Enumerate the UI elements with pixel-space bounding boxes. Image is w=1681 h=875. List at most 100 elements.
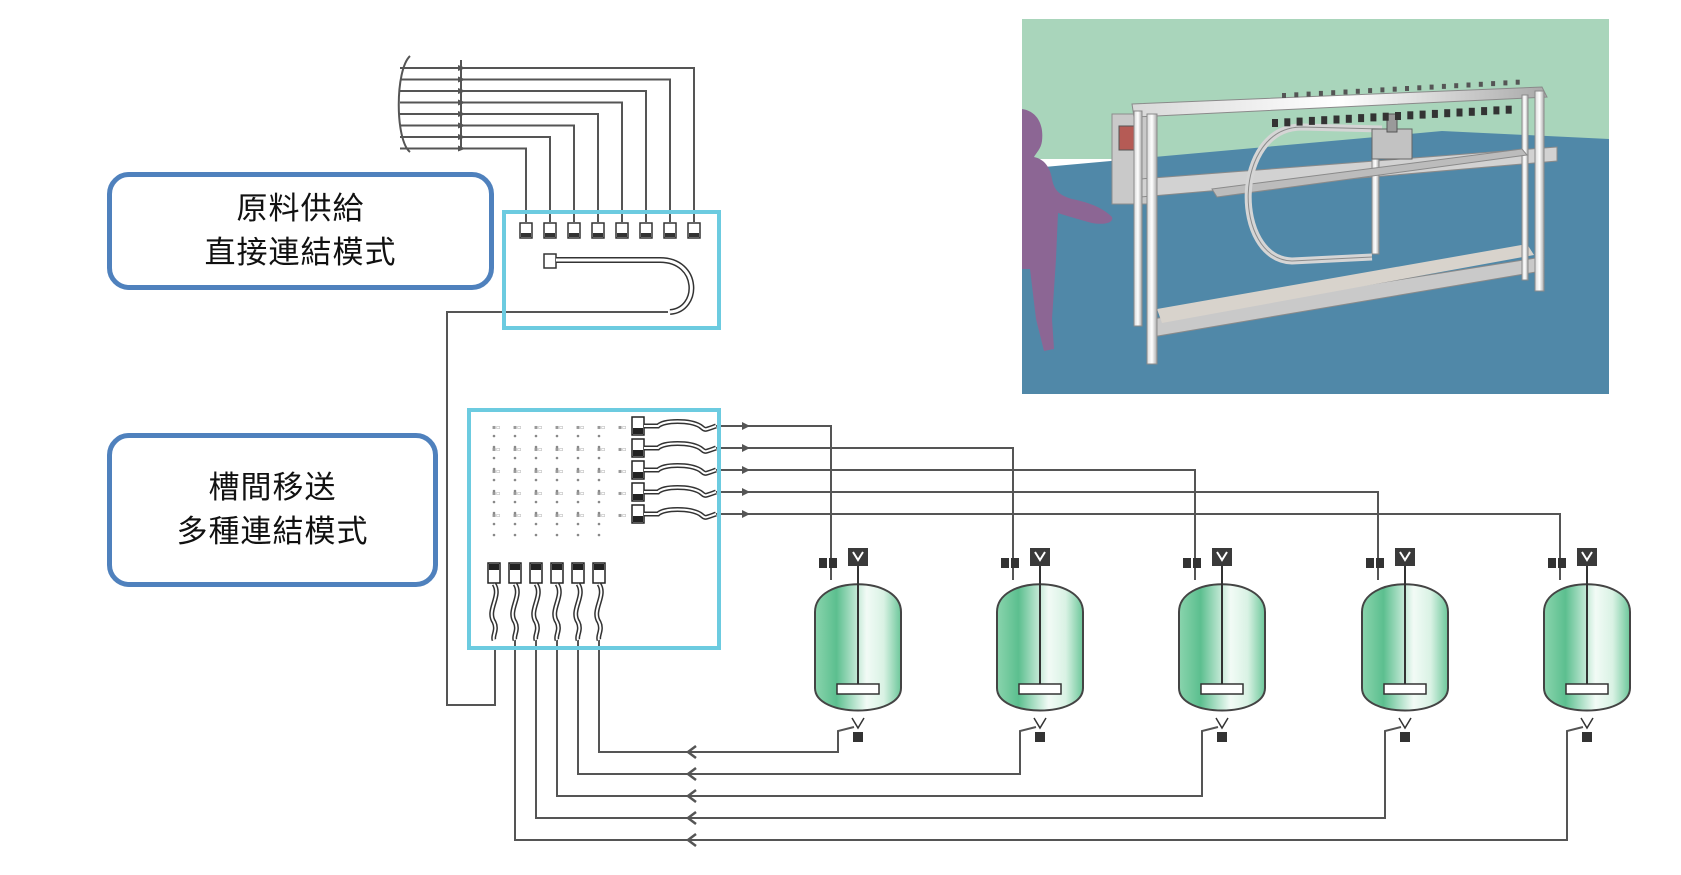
render-top-nozzle-icon — [1466, 82, 1471, 88]
supply-line — [400, 78, 671, 222]
frame-right-leg-back — [1521, 94, 1529, 281]
coupler-band — [633, 516, 643, 522]
feed-line — [716, 469, 1196, 580]
matrix-valve-mark: ▪▫ — [576, 512, 584, 519]
matrix-dot — [492, 500, 496, 504]
matrix-valve-mark: ▪▫ — [618, 446, 626, 453]
frame-left-leg-back — [1133, 110, 1143, 327]
transfer-out-coupler-icon — [631, 504, 645, 524]
transfer-in-coupler-icon — [550, 562, 564, 584]
supply-coupler-icon — [663, 222, 677, 239]
tank — [1543, 548, 1631, 742]
render-coupler-icon — [1468, 107, 1475, 116]
flex-hose-inner — [644, 508, 717, 519]
flex-hose-inner — [644, 442, 717, 453]
flow-arrow — [685, 745, 697, 759]
agitator-motor-icon — [1395, 548, 1415, 566]
transfer-out-coupler-icon — [631, 460, 645, 480]
bottom-outlet — [1033, 717, 1047, 730]
supply-line — [400, 147, 527, 222]
matrix-valve-mark: ▪▫ — [555, 424, 563, 431]
render-top-nozzle-icon — [1491, 81, 1496, 87]
matrix-dot — [534, 478, 538, 482]
render-couplers — [1272, 79, 1520, 127]
matrix-dot — [513, 445, 517, 449]
matrix-valve-mark: ▪▫ — [513, 446, 521, 453]
direct-supply-label-line1: 原料供給 — [236, 191, 365, 227]
render-coupler-icon — [1493, 106, 1500, 115]
tank — [814, 548, 902, 742]
matrix-valve-mark: ▪▫ — [597, 424, 605, 431]
matrix-valve-mark: ▪▫ — [618, 490, 626, 497]
frame-left-leg-front — [1146, 113, 1158, 365]
matrix-dot — [492, 511, 496, 515]
matrix-dot — [597, 511, 601, 515]
flow-arrow — [685, 767, 697, 781]
return-line — [514, 640, 1584, 841]
coupler-band — [665, 233, 675, 237]
bottom-outlet — [1398, 717, 1412, 730]
render-top-nozzle-icon — [1441, 83, 1446, 89]
render-top-nozzle-icon — [1294, 92, 1299, 98]
matrix-dot — [534, 500, 538, 504]
pipe-lines — [397, 55, 1584, 847]
render-coupler-icon — [1419, 110, 1426, 119]
render-top-nozzle-icon — [1368, 88, 1373, 94]
frame-bottom-tray — [1157, 244, 1534, 323]
impeller — [836, 683, 880, 695]
impeller — [1200, 683, 1244, 695]
inlet-valve-icon — [1366, 558, 1374, 568]
render-coupler-icon — [1407, 111, 1414, 120]
matrix-dot — [576, 500, 580, 504]
matrix-dot — [534, 434, 538, 438]
render-coupler-icon — [1481, 107, 1488, 116]
flex-hose-inner — [595, 583, 603, 641]
render-coupler-icon — [1382, 112, 1389, 121]
matrix-dot — [576, 533, 580, 537]
components: ▪▫▪▫▪▫▪▫▪▫▪▫▪▫▪▫▪▫▪▫▪▫▪▫▪▫▪▫▪▫▪▫▪▫▪▫▪▫▪▫… — [487, 222, 717, 642]
coupling-carriage — [1371, 128, 1413, 160]
matrix-dot — [513, 467, 517, 471]
inlet-valve-icon — [1001, 558, 1009, 568]
direct-supply-label: 原料供給 直接連結模式 — [107, 172, 494, 290]
render-coupler-icon — [1308, 116, 1315, 125]
tank — [1361, 548, 1449, 742]
matrix-dot — [513, 533, 517, 537]
matrix-valve-mark: ▪▫ — [534, 490, 542, 497]
tank — [1178, 548, 1266, 742]
render-coupler-icon — [1321, 116, 1328, 125]
render-coupler-icon — [1444, 109, 1451, 118]
matrix-dot — [534, 489, 538, 493]
render-top-nozzle-icon — [1343, 89, 1348, 95]
matrix-valve-mark: ▪▫ — [555, 446, 563, 453]
matrix-dot — [597, 467, 601, 471]
motor-mark — [1399, 551, 1411, 562]
flex-hose-inner — [644, 486, 717, 497]
matrix-valve-mark: ▪▫ — [513, 468, 521, 475]
supply-header-curve — [397, 55, 411, 153]
matrix-valve-mark: ▪▫ — [597, 512, 605, 519]
render-coupler-icon — [1358, 114, 1365, 123]
feed-line — [716, 425, 832, 580]
inter-tank-frame — [467, 408, 721, 650]
matrix-dot — [492, 522, 496, 526]
matrix-dot — [597, 445, 601, 449]
render-coupler-icon — [1431, 109, 1438, 118]
render-top-nozzle-icon — [1429, 84, 1434, 90]
render-top-nozzle-icon — [1282, 93, 1286, 98]
return-line — [577, 640, 1037, 775]
matrix-dot — [513, 489, 517, 493]
coupler-band — [573, 564, 583, 570]
render-coupler-icon — [1272, 119, 1278, 127]
matrix-dot — [492, 467, 496, 471]
feed-line — [716, 491, 1379, 580]
matrix-valve-mark: ▪▫ — [555, 512, 563, 519]
matrix-dot — [492, 434, 496, 438]
render-coupler-icon — [1370, 113, 1377, 122]
agitator-motor-icon — [848, 548, 868, 566]
transfer-in-coupler-icon — [571, 562, 585, 584]
render-coupler-icon — [1505, 105, 1512, 114]
matrix-valve-mark: ▪▫ — [597, 446, 605, 453]
coupler-band — [689, 233, 699, 237]
